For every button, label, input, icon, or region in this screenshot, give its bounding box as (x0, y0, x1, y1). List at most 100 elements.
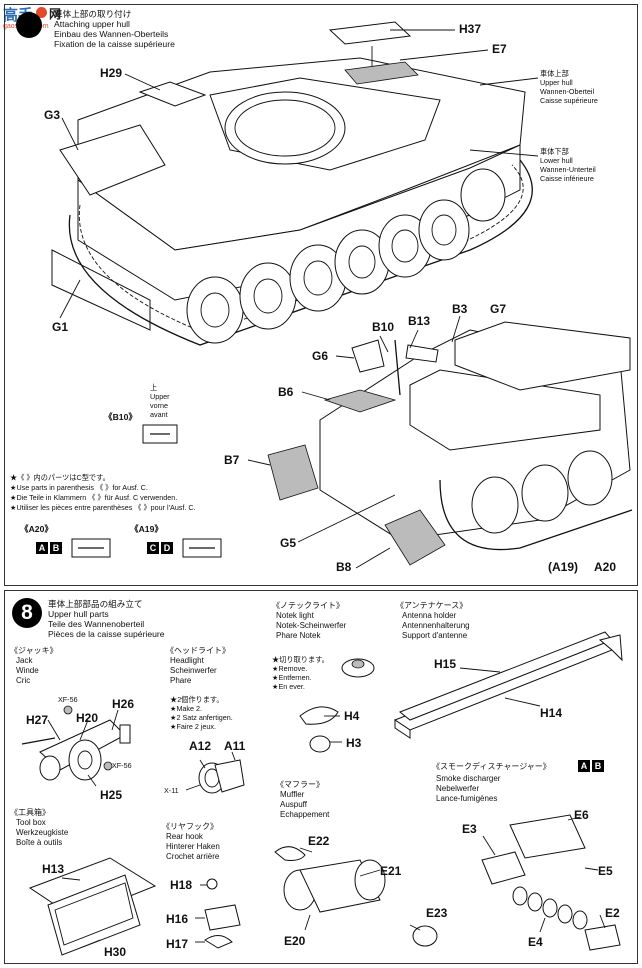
lower-hull-label-en: Lower hull (540, 156, 573, 165)
callout-g5: G5 (280, 536, 297, 550)
callout-b10: B10 (372, 320, 395, 334)
jack-title-en: Jack (16, 656, 33, 665)
part-h20: H20 (76, 711, 99, 725)
lower-hull-label-de: Wannen-Unterteil (540, 165, 596, 174)
part-h16: H16 (166, 912, 189, 926)
headlight-note-en: ★Make 2. (170, 704, 203, 713)
jack-paint-2: XF-56 (112, 761, 132, 770)
lower-hull-label-jp: 車体下部 (540, 147, 569, 156)
callout-g3: G3 (44, 108, 61, 122)
smoke-box-b: B (592, 760, 604, 772)
rearhook-title-de: Hinterer Haken (166, 842, 220, 851)
upper-hull-label-de: Wannen-Oberteil (540, 87, 595, 96)
step-7-title-fr: Fixation de la caisse supérieure (54, 39, 175, 49)
part-h25: H25 (100, 788, 123, 802)
option-a20-box-a: A (36, 542, 48, 554)
notek-title-en: Notek light (276, 611, 314, 620)
option-a20-ref: 《A20》 (20, 524, 53, 534)
notek-title-jp: 《ノテックライト》 (272, 601, 344, 610)
step-8-title-jp: 車体上部部品の組み立て (48, 599, 143, 609)
notek-title-fr: Phare Notek (276, 631, 321, 640)
step-7-number-circle (16, 12, 42, 38)
part-e3: E3 (462, 822, 477, 836)
step-7-title-en: Attaching upper hull (54, 19, 130, 29)
callout-g1: G1 (52, 320, 69, 334)
jack-title-de: Winde (16, 666, 39, 675)
part-e22: E22 (308, 834, 330, 848)
step-7-title-jp: 車体上部の取り付け (54, 9, 132, 19)
step-7-panel (4, 4, 638, 586)
callout-h29: H29 (100, 66, 123, 80)
option-a19-box-c: C (147, 542, 159, 554)
detail-b10-line-fr: avant (150, 410, 168, 419)
step-7-title-de: Einbau des Wannen-Oberteils (54, 29, 169, 39)
callout-g7: G7 (490, 302, 507, 316)
jack-title-fr: Cric (16, 676, 31, 685)
part-e23: E23 (426, 906, 448, 920)
muffler-title-jp: 《マフラー》 (276, 780, 324, 789)
step-8-number: 8 (12, 598, 42, 628)
part-e21: E21 (380, 864, 402, 878)
part-e6: E6 (574, 808, 589, 822)
headlight-title-de: Scheinwerfer (170, 666, 217, 675)
smoke-title-jp: 《スモークディスチャージャー》 (432, 762, 551, 771)
upper-hull-label-en: Upper hull (540, 78, 573, 87)
callout-g6: G6 (312, 349, 329, 363)
note-ausf-c-jp: ★《 》内のパーツはC型です。 (10, 473, 110, 482)
note-ausf-c-de: ★Die Teile in Klammern 《 》für Ausf. C ve… (10, 493, 178, 502)
watermark-badge (36, 7, 47, 18)
part-h15: H15 (434, 657, 457, 671)
part-e4: E4 (528, 935, 543, 949)
callout-e7: E7 (492, 42, 507, 56)
antenna-title-en: Antenna holder (402, 611, 457, 620)
note-ausf-c-en: ★Use parts in parenthesis 《 》for Ausf. C… (10, 483, 148, 492)
detail-b10-ref: 《B10》 (104, 412, 137, 422)
note-ausf-c-fr: ★Utiliser les pièces entre parenthèses 《… (10, 503, 196, 512)
notek-note-fr: ★En ever. (272, 682, 305, 691)
step-8-title-en: Upper hull parts (48, 609, 109, 619)
part-h17: H17 (166, 937, 189, 951)
jack-paint-1: XF-56 (58, 695, 78, 704)
callout-a19-paren: (A19) (548, 560, 579, 574)
notek-note-jp: ★切り取ります。 (272, 655, 329, 664)
headlight-note-fr: ★Faire 2 jeux. (170, 722, 216, 731)
lower-hull-label-fr: Caisse inférieure (540, 174, 594, 183)
callout-a20: A20 (594, 560, 617, 574)
callout-b3: B3 (452, 302, 468, 316)
part-h13: H13 (42, 862, 65, 876)
jack-title-jp: 《ジャッキ》 (10, 646, 58, 655)
upper-hull-label-fr: Caisse supérieure (540, 96, 598, 105)
antenna-title-fr: Support d'antenne (402, 631, 468, 640)
smoke-box-a: A (578, 760, 590, 772)
upper-hull-label-jp: 車体上部 (540, 69, 569, 78)
option-a19-box-d: D (161, 542, 173, 554)
callout-b7: B7 (224, 453, 240, 467)
tank-hull-illustration (51, 21, 633, 569)
toolbox-title-de: Werkzeugkiste (16, 828, 69, 837)
headlight-title-jp: 《ヘッドライト》 (166, 646, 230, 655)
callout-b6: B6 (278, 385, 294, 399)
detail-b10-line-en: Upper (150, 392, 170, 401)
smoke-title-fr: Lance-fumigènes (436, 794, 498, 803)
rearhook-title-jp: 《リヤフック》 (162, 822, 218, 831)
part-h30: H30 (104, 945, 127, 959)
toolbox-title-fr: Boîte à outils (16, 838, 63, 847)
step-8-title-fr: Pièces de la caisse supérieure (48, 629, 165, 639)
part-h3: H3 (346, 736, 362, 750)
muffler-title-en: Muffler (280, 790, 305, 799)
detail-b10-line-de: vorne (150, 401, 168, 410)
muffler-title-de: Auspuff (280, 800, 307, 809)
part-e2: E2 (605, 906, 620, 920)
notek-note-de: ★Entfernen. (272, 673, 312, 682)
headlight-title-fr: Phare (170, 676, 192, 685)
headlight-title-en: Headlight (170, 656, 204, 665)
watermark-tag: 网 (49, 7, 62, 21)
antenna-title-jp: 《アンテナケース》 (396, 601, 468, 610)
callout-b8: B8 (336, 560, 352, 574)
headlight-note-de: ★2 Satz anfertigen. (170, 713, 233, 722)
part-h14: H14 (540, 706, 563, 720)
part-h18: H18 (170, 878, 193, 892)
part-e20: E20 (284, 934, 306, 948)
